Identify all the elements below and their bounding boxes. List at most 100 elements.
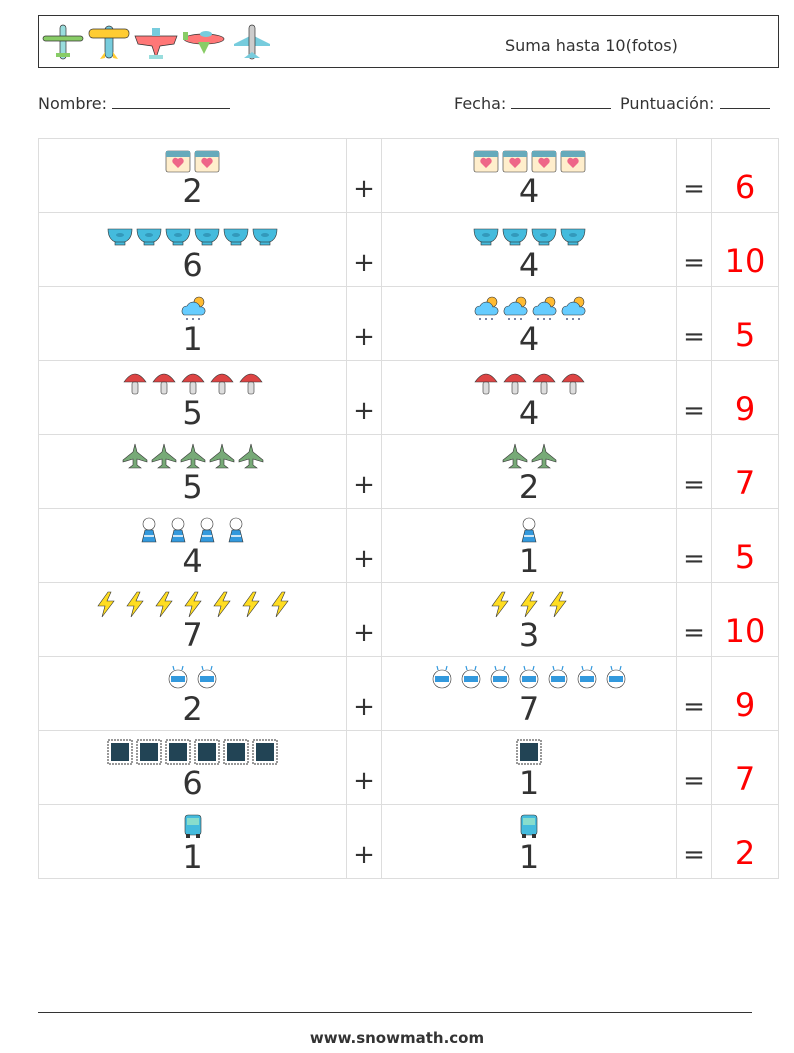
addend-2-cell: 2: [381, 434, 677, 509]
addend-1-cell: 2: [38, 138, 347, 213]
icon-group: [39, 662, 346, 692]
addend-number: 6: [182, 764, 203, 802]
robot-icon: [573, 664, 601, 692]
score-label: Puntuación:: [620, 94, 715, 113]
calendar-heart-icon: [193, 146, 221, 174]
addend-number: 1: [182, 320, 203, 358]
icon-group: [382, 588, 676, 618]
fishbowl-icon: [106, 220, 134, 248]
addend-1-cell: 4: [38, 508, 347, 583]
jet-icon: [208, 442, 236, 470]
footer-url: www.snowmath.com: [309, 1029, 485, 1047]
girl-icon: [135, 516, 163, 544]
icon-group: [39, 736, 346, 766]
addend-number: 7: [182, 616, 203, 654]
addend-number: 6: [182, 246, 203, 284]
answer-cell: 5: [711, 508, 779, 583]
addend-2-cell: 4: [381, 138, 677, 213]
equals-sign: =: [676, 286, 712, 361]
jet-icon: [179, 442, 207, 470]
film-frame-icon: [106, 738, 134, 766]
plane-red-green-icon: [183, 31, 225, 54]
equals-sign: =: [676, 138, 712, 213]
robot-icon: [428, 664, 456, 692]
addend-1-cell: 6: [38, 212, 347, 287]
lightning-icon: [150, 590, 178, 618]
date-field[interactable]: Fecha:: [454, 94, 612, 113]
addend-number: 1: [518, 542, 540, 580]
answer-cell: 7: [711, 434, 779, 509]
film-frame-icon: [164, 738, 192, 766]
fishbowl-icon: [135, 220, 163, 248]
addend-number: 2: [182, 690, 203, 728]
equals-sign: =: [676, 434, 712, 509]
mushroom-icon: [121, 368, 149, 396]
icon-group: [39, 514, 346, 544]
answer-cell: 5: [711, 286, 779, 361]
icon-group: [382, 366, 676, 396]
addend-number: 2: [182, 172, 203, 210]
icon-group: [382, 440, 676, 470]
robot-icon: [515, 664, 543, 692]
addend-1-cell: 1: [38, 286, 347, 361]
icon-group: [382, 736, 676, 766]
lightning-icon: [266, 590, 294, 618]
plus-sign: +: [346, 730, 382, 805]
lightning-icon: [208, 590, 236, 618]
plus-sign: +: [346, 508, 382, 583]
fishbowl-icon: [222, 220, 250, 248]
girl-icon: [222, 516, 250, 544]
calendar-heart-icon: [559, 146, 587, 174]
film-frame-icon: [135, 738, 163, 766]
addend-number: 5: [182, 394, 203, 432]
problem-row: 7+3=10: [38, 582, 779, 657]
addend-number: 4: [518, 394, 540, 432]
name-field[interactable]: Nombre:: [38, 94, 231, 113]
addend-2-cell: 4: [381, 286, 677, 361]
calendar-heart-icon: [472, 146, 500, 174]
robot-icon: [164, 664, 192, 692]
problem-row: 2+4=6: [38, 138, 779, 213]
icon-group: [382, 218, 676, 248]
mushroom-icon: [559, 368, 587, 396]
calendar-heart-icon: [501, 146, 529, 174]
date-label: Fecha:: [454, 94, 507, 113]
plane-green-icon: [42, 24, 84, 60]
film-frame-icon: [193, 738, 221, 766]
lightning-icon: [92, 590, 120, 618]
addend-1-cell: 1: [38, 804, 347, 879]
lightning-icon: [237, 590, 265, 618]
jet-icon: [150, 442, 178, 470]
equals-sign: =: [676, 360, 712, 435]
problem-row: 5+4=9: [38, 360, 779, 435]
plane-red-icon: [134, 28, 178, 60]
equals-sign: =: [676, 212, 712, 287]
icon-group: [382, 144, 676, 174]
answer-cell: 2: [711, 804, 779, 879]
addend-number: 2: [518, 468, 540, 506]
icon-group: [39, 144, 346, 174]
plus-sign: +: [346, 138, 382, 213]
bus-icon: [515, 812, 543, 840]
robot-icon: [486, 664, 514, 692]
bus-icon: [179, 812, 207, 840]
girl-icon: [193, 516, 221, 544]
lightning-icon: [121, 590, 149, 618]
plus-sign: +: [346, 434, 382, 509]
plus-sign: +: [346, 360, 382, 435]
score-field[interactable]: Puntuación:: [620, 94, 770, 113]
problem-row: 6+1=7: [38, 730, 779, 805]
mushroom-icon: [472, 368, 500, 396]
mushroom-icon: [237, 368, 265, 396]
addend-2-cell: 4: [381, 360, 677, 435]
icon-group: [39, 810, 346, 840]
fishbowl-icon: [251, 220, 279, 248]
fishbowl-icon: [164, 220, 192, 248]
answer-cell: 9: [711, 656, 779, 731]
worksheet-header: Suma hasta 10(fotos): [38, 15, 779, 68]
film-frame-icon: [251, 738, 279, 766]
mushroom-icon: [150, 368, 178, 396]
plus-sign: +: [346, 656, 382, 731]
addend-2-cell: 1: [381, 730, 677, 805]
